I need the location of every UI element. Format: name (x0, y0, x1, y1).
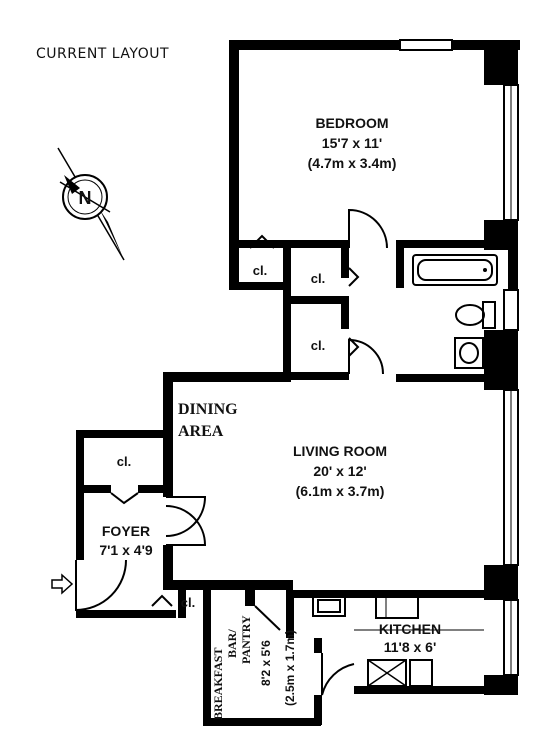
closet-foyer-lower-label: cl. (181, 595, 195, 610)
compass-north-label: N (79, 188, 92, 208)
pantry-line2: BAR/ (225, 629, 239, 658)
foyer-dim-ft: 7'1 x 4'9 (99, 542, 153, 558)
pantry-dim-m: (2.5m x 1.7m) (283, 630, 297, 706)
plan-title: CURRENT LAYOUT (36, 46, 169, 62)
living-room-name: LIVING ROOM (293, 443, 387, 459)
door-swings (75, 208, 388, 696)
closet-bedroom-label: cl. (253, 263, 267, 278)
bedroom-label: BEDROOM 15'7 x 11' (4.7m x 3.4m) (308, 115, 397, 171)
kitchen-dim-ft: 11'8 x 6' (384, 639, 437, 655)
bedroom-name: BEDROOM (315, 115, 388, 131)
foyer-label: FOYER 7'1 x 4'9 (99, 523, 153, 558)
kitchen-label: KITCHEN 11'8 x 6' (379, 621, 441, 655)
closet-hall-upper-label: cl. (311, 271, 325, 286)
dining-line1: DINING (178, 401, 238, 418)
bathtub-icon (412, 254, 498, 286)
pantry-label: BREAKFAST BAR/ PANTRY 8'2 x 5'6 (2.5m x … (211, 615, 297, 720)
pantry-dim-ft: 8'2 x 5'6 (259, 640, 273, 686)
counter-icon (409, 659, 433, 687)
bedroom-dim-m: (4.7m x 3.4m) (308, 155, 397, 171)
compass-icon: N (57, 147, 125, 261)
exterior-walls (76, 39, 520, 726)
stove-icon (375, 595, 419, 619)
kitchen-sink-icon (312, 595, 346, 617)
dining-area-label: DINING AREA (178, 401, 238, 440)
living-room-dim-ft: 20' x 12' (313, 463, 366, 479)
pantry-line1: BREAKFAST (211, 648, 225, 720)
closet-foyer-upper-label: cl. (117, 454, 131, 469)
living-room-label: LIVING ROOM 20' x 12' (6.1m x 3.7m) (293, 443, 387, 499)
foyer-name: FOYER (102, 523, 150, 539)
kitchen-name: KITCHEN (379, 621, 441, 637)
bedroom-dim-ft: 15'7 x 11' (322, 135, 382, 151)
toilet-icon (455, 301, 496, 329)
entry-arrow-icon (51, 573, 74, 595)
fridge-icon (367, 659, 407, 687)
pantry-line3: PANTRY (239, 615, 253, 664)
closet-hall-lower-label: cl. (311, 338, 325, 353)
dining-line2: AREA (178, 423, 224, 440)
living-room-dim-m: (6.1m x 3.7m) (296, 483, 385, 499)
sink-icon (454, 337, 484, 369)
